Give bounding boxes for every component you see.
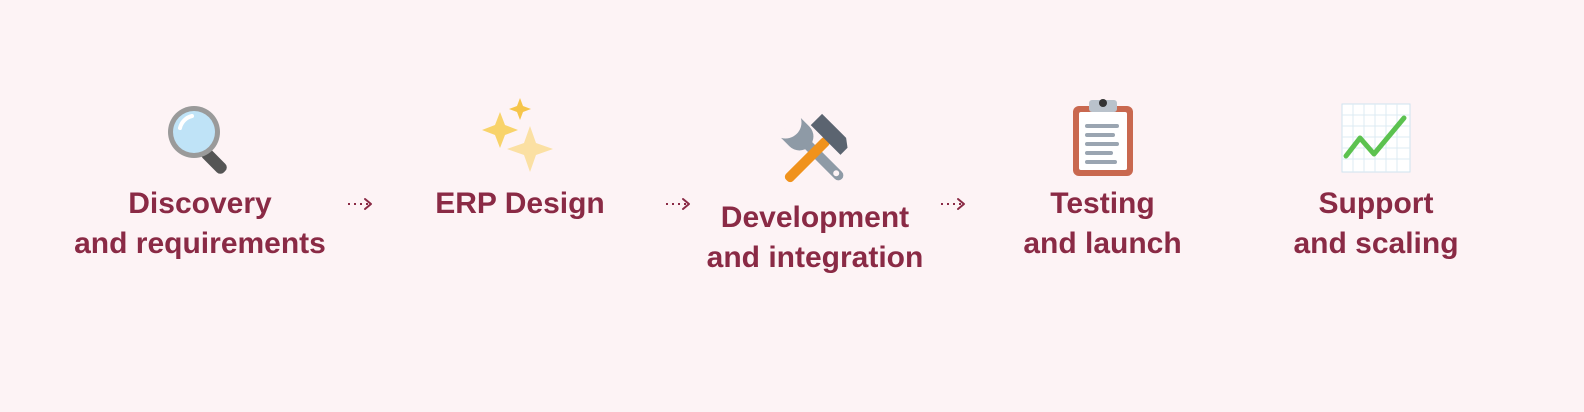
step-title: Development (720, 201, 910, 234)
step-title: ERP Design (435, 187, 605, 220)
step-label: Testing and launch (1023, 184, 1181, 264)
step-title: Support (1318, 187, 1434, 220)
step-testing: Testing and launch (990, 98, 1215, 264)
clipboard-icon (1072, 99, 1133, 176)
step-subtitle: and integration (706, 241, 924, 274)
hammer-and-wrench-icon (781, 113, 848, 183)
arrow-right-icon (941, 198, 965, 210)
step-development: Development and integration (690, 112, 940, 278)
step-subtitle: and requirements (74, 227, 326, 260)
step-label: Discovery and requirements (74, 184, 326, 264)
step-title: Discovery (128, 187, 272, 220)
step-label: Support and scaling (1293, 184, 1458, 264)
step-subtitle: and launch (1023, 227, 1182, 260)
step-subtitle: and scaling (1293, 227, 1459, 260)
step-label: Development and integration (707, 198, 924, 278)
step-erp-design: ERP Design (400, 98, 640, 224)
sparkles-icon (482, 98, 553, 172)
arrow-right-icon (666, 198, 690, 210)
chart-increasing-icon (1341, 103, 1411, 173)
step-label: ERP Design (435, 184, 605, 224)
step-support: Support and scaling (1266, 98, 1486, 264)
step-title: Testing (1050, 187, 1155, 220)
step-discovery: Discovery and requirements (60, 98, 340, 264)
arrow-right-icon (348, 198, 372, 210)
magnifying-glass-icon (168, 106, 227, 174)
